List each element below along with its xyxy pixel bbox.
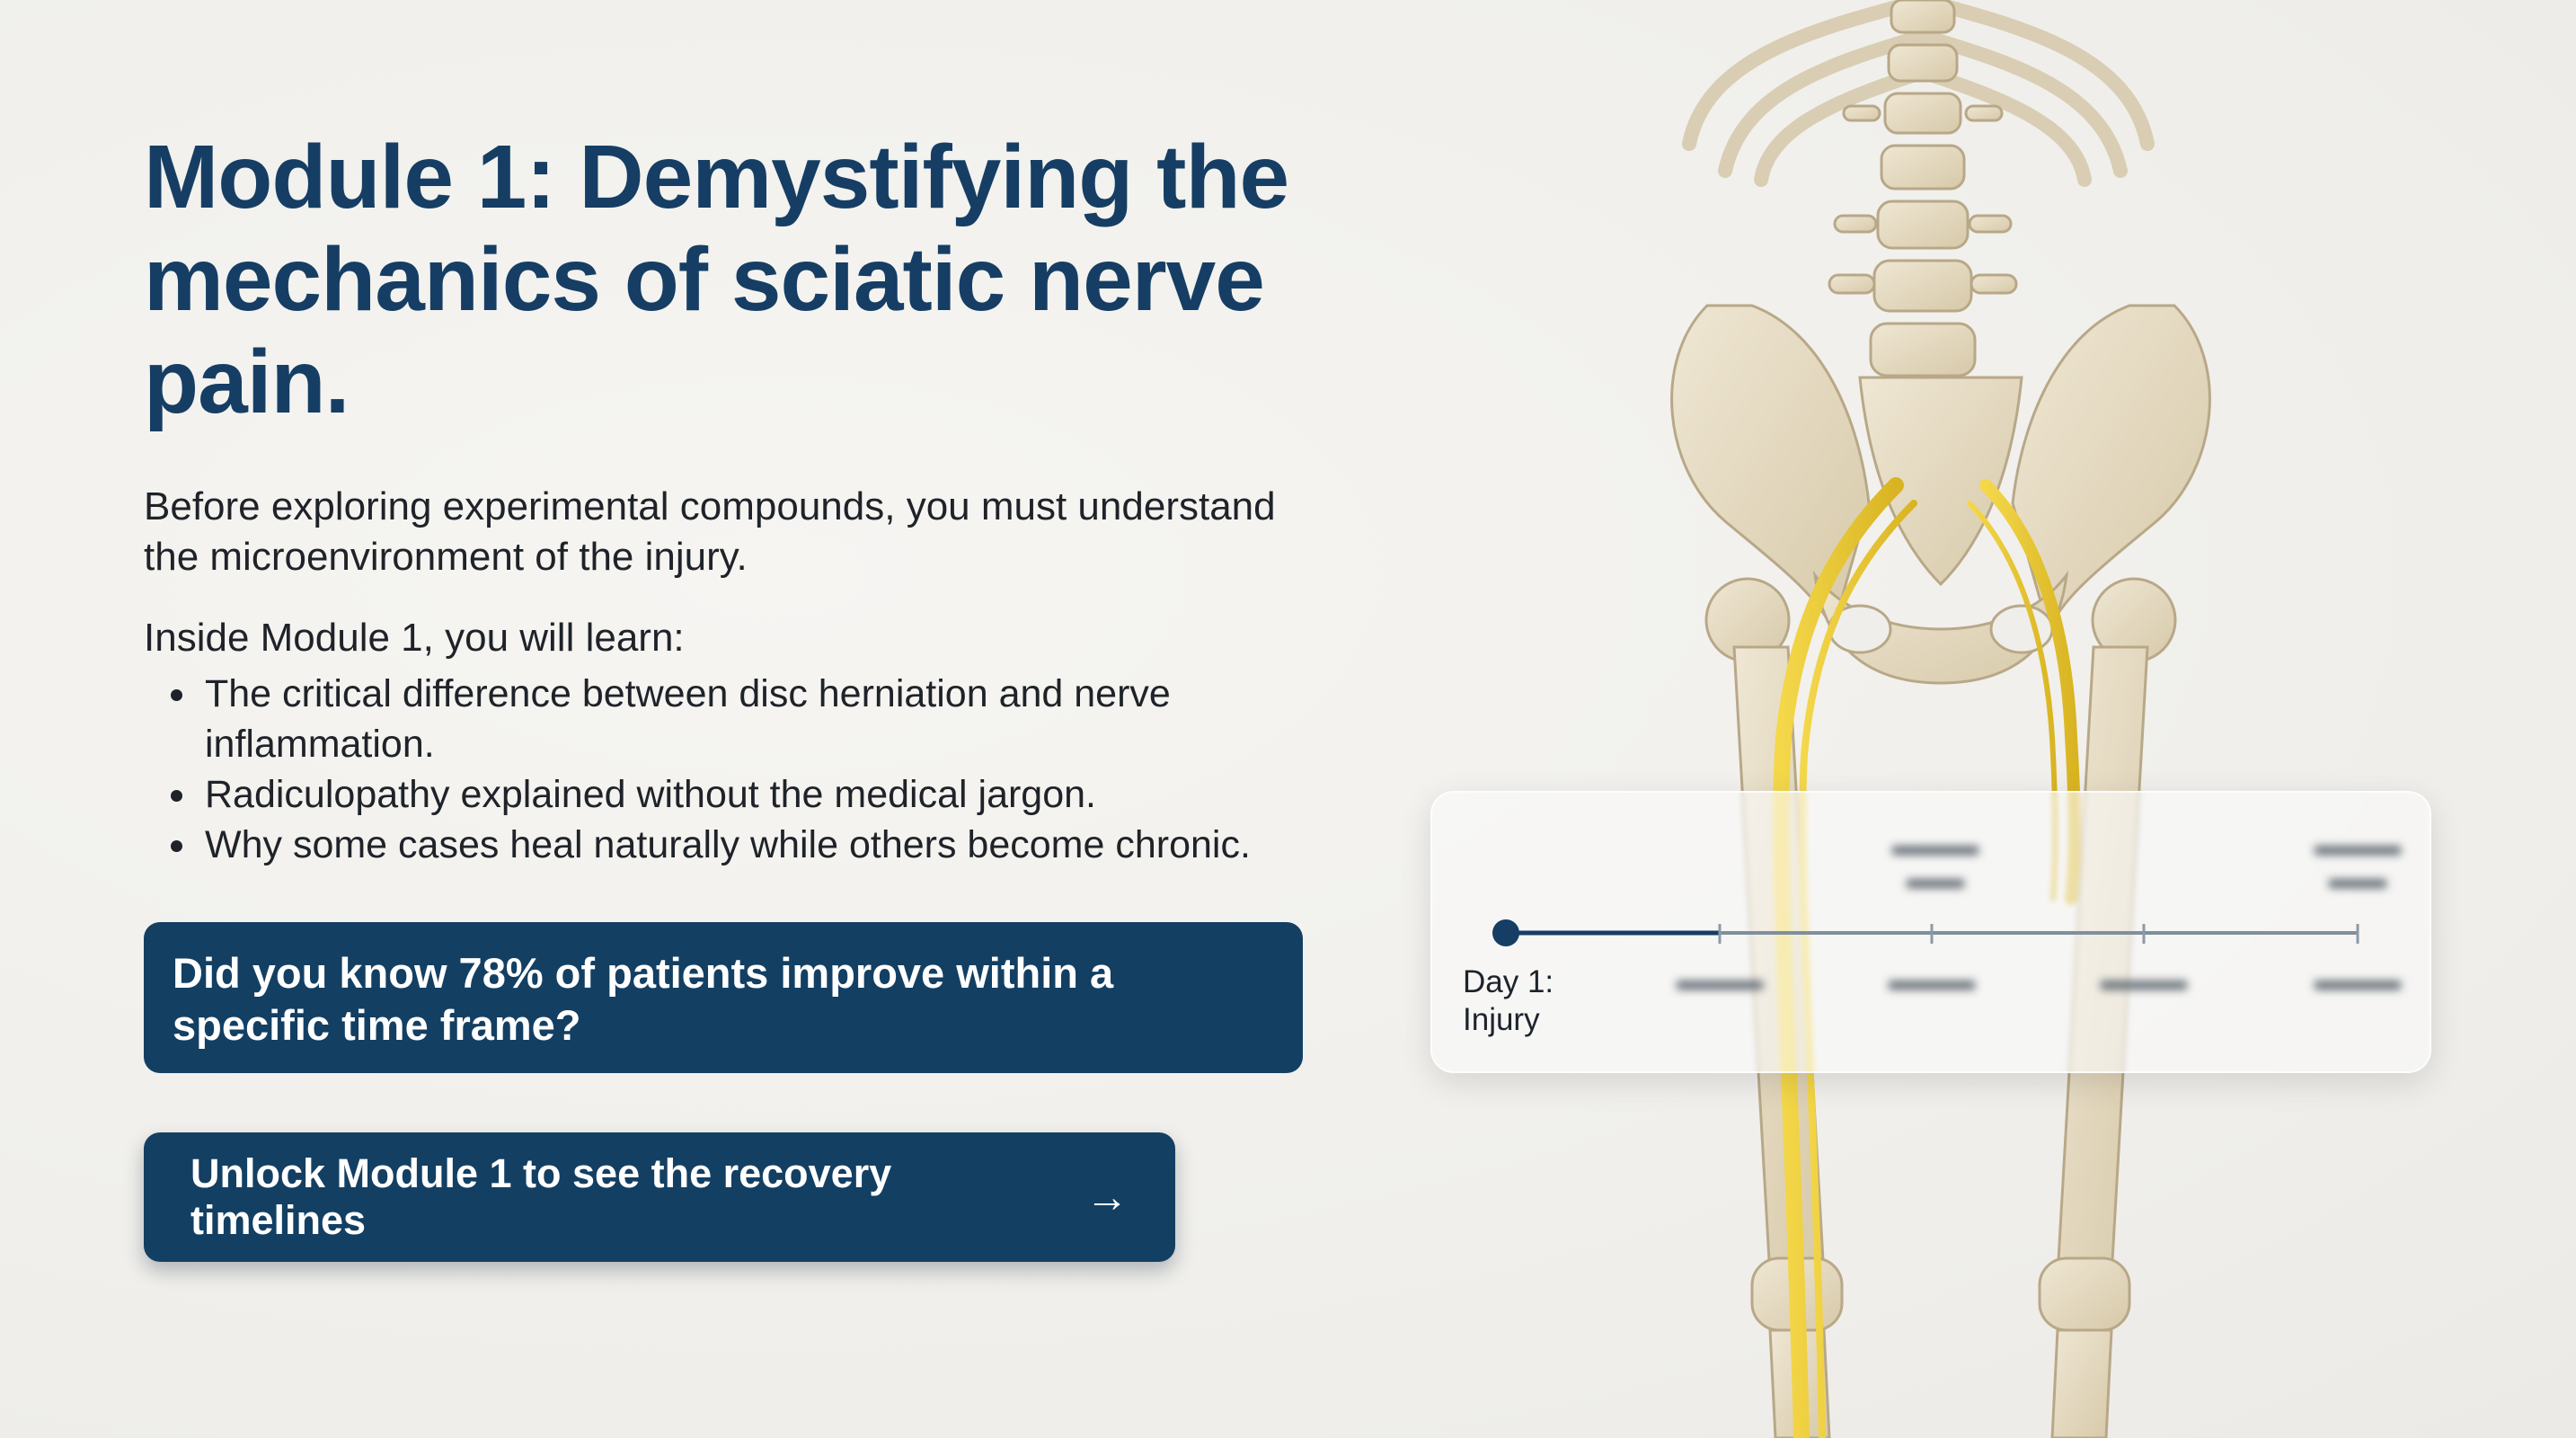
rib-cage [1682,0,2155,187]
learn-heading: Inside Module 1, you will learn: [144,616,685,660]
learn-item: Why some cases heal naturally while othe… [199,820,1330,870]
locked-milestone-label: ▬▬▬▬▬ [2315,829,2401,894]
pelvis [1670,304,2211,685]
module-title: Module 1: Demystifying the mechanics of … [144,127,1289,432]
timeline-dot-icon [1492,919,1519,946]
spine [1828,0,2018,377]
locked-milestone-label: ▬▬▬ [1677,963,1763,996]
learn-item: Radiculopathy explained without the medi… [199,769,1330,820]
module-content: Module 1: Demystifying the mechanics of … [144,126,1330,870]
spine-pelvis-sciatic-illustration [1670,0,2211,1438]
locked-milestone-label: ▬▬▬ [2315,963,2401,996]
timeline-start-label-event: Injury [1463,1002,1540,1037]
timeline-start-label: Day 1: Injury [1463,963,1554,1039]
learn-item: The critical difference between disc her… [199,669,1330,769]
learn-list: The critical difference between disc her… [144,669,1330,870]
arrow-right-icon: → [1085,1173,1129,1221]
recovery-timeline-card: ▬▬▬▬▬ ▬▬▬▬▬ ▬▬▬ ▬▬▬ ▬▬▬ ▬▬▬ Day 1: Injur… [1430,791,2431,1073]
timeline-track [1492,919,2359,946]
timeline-start-label-day: Day 1: [1463,964,1554,999]
locked-milestone-label: ▬▬▬ [1889,963,1975,996]
unlock-module-button[interactable]: Unlock Module 1 to see the recovery time… [144,1132,1175,1262]
unlock-module-label: Unlock Module 1 to see the recovery time… [190,1150,892,1243]
locked-milestone-label: ▬▬▬ [2101,963,2187,996]
module-intro: Before exploring experimental compounds,… [144,484,1276,579]
locked-milestone-label: ▬▬▬▬▬ [1892,829,1978,894]
stat-callout-text: Did you know 78% of patients improve wit… [173,949,1114,1049]
stat-callout: Did you know 78% of patients improve wit… [144,922,1303,1073]
